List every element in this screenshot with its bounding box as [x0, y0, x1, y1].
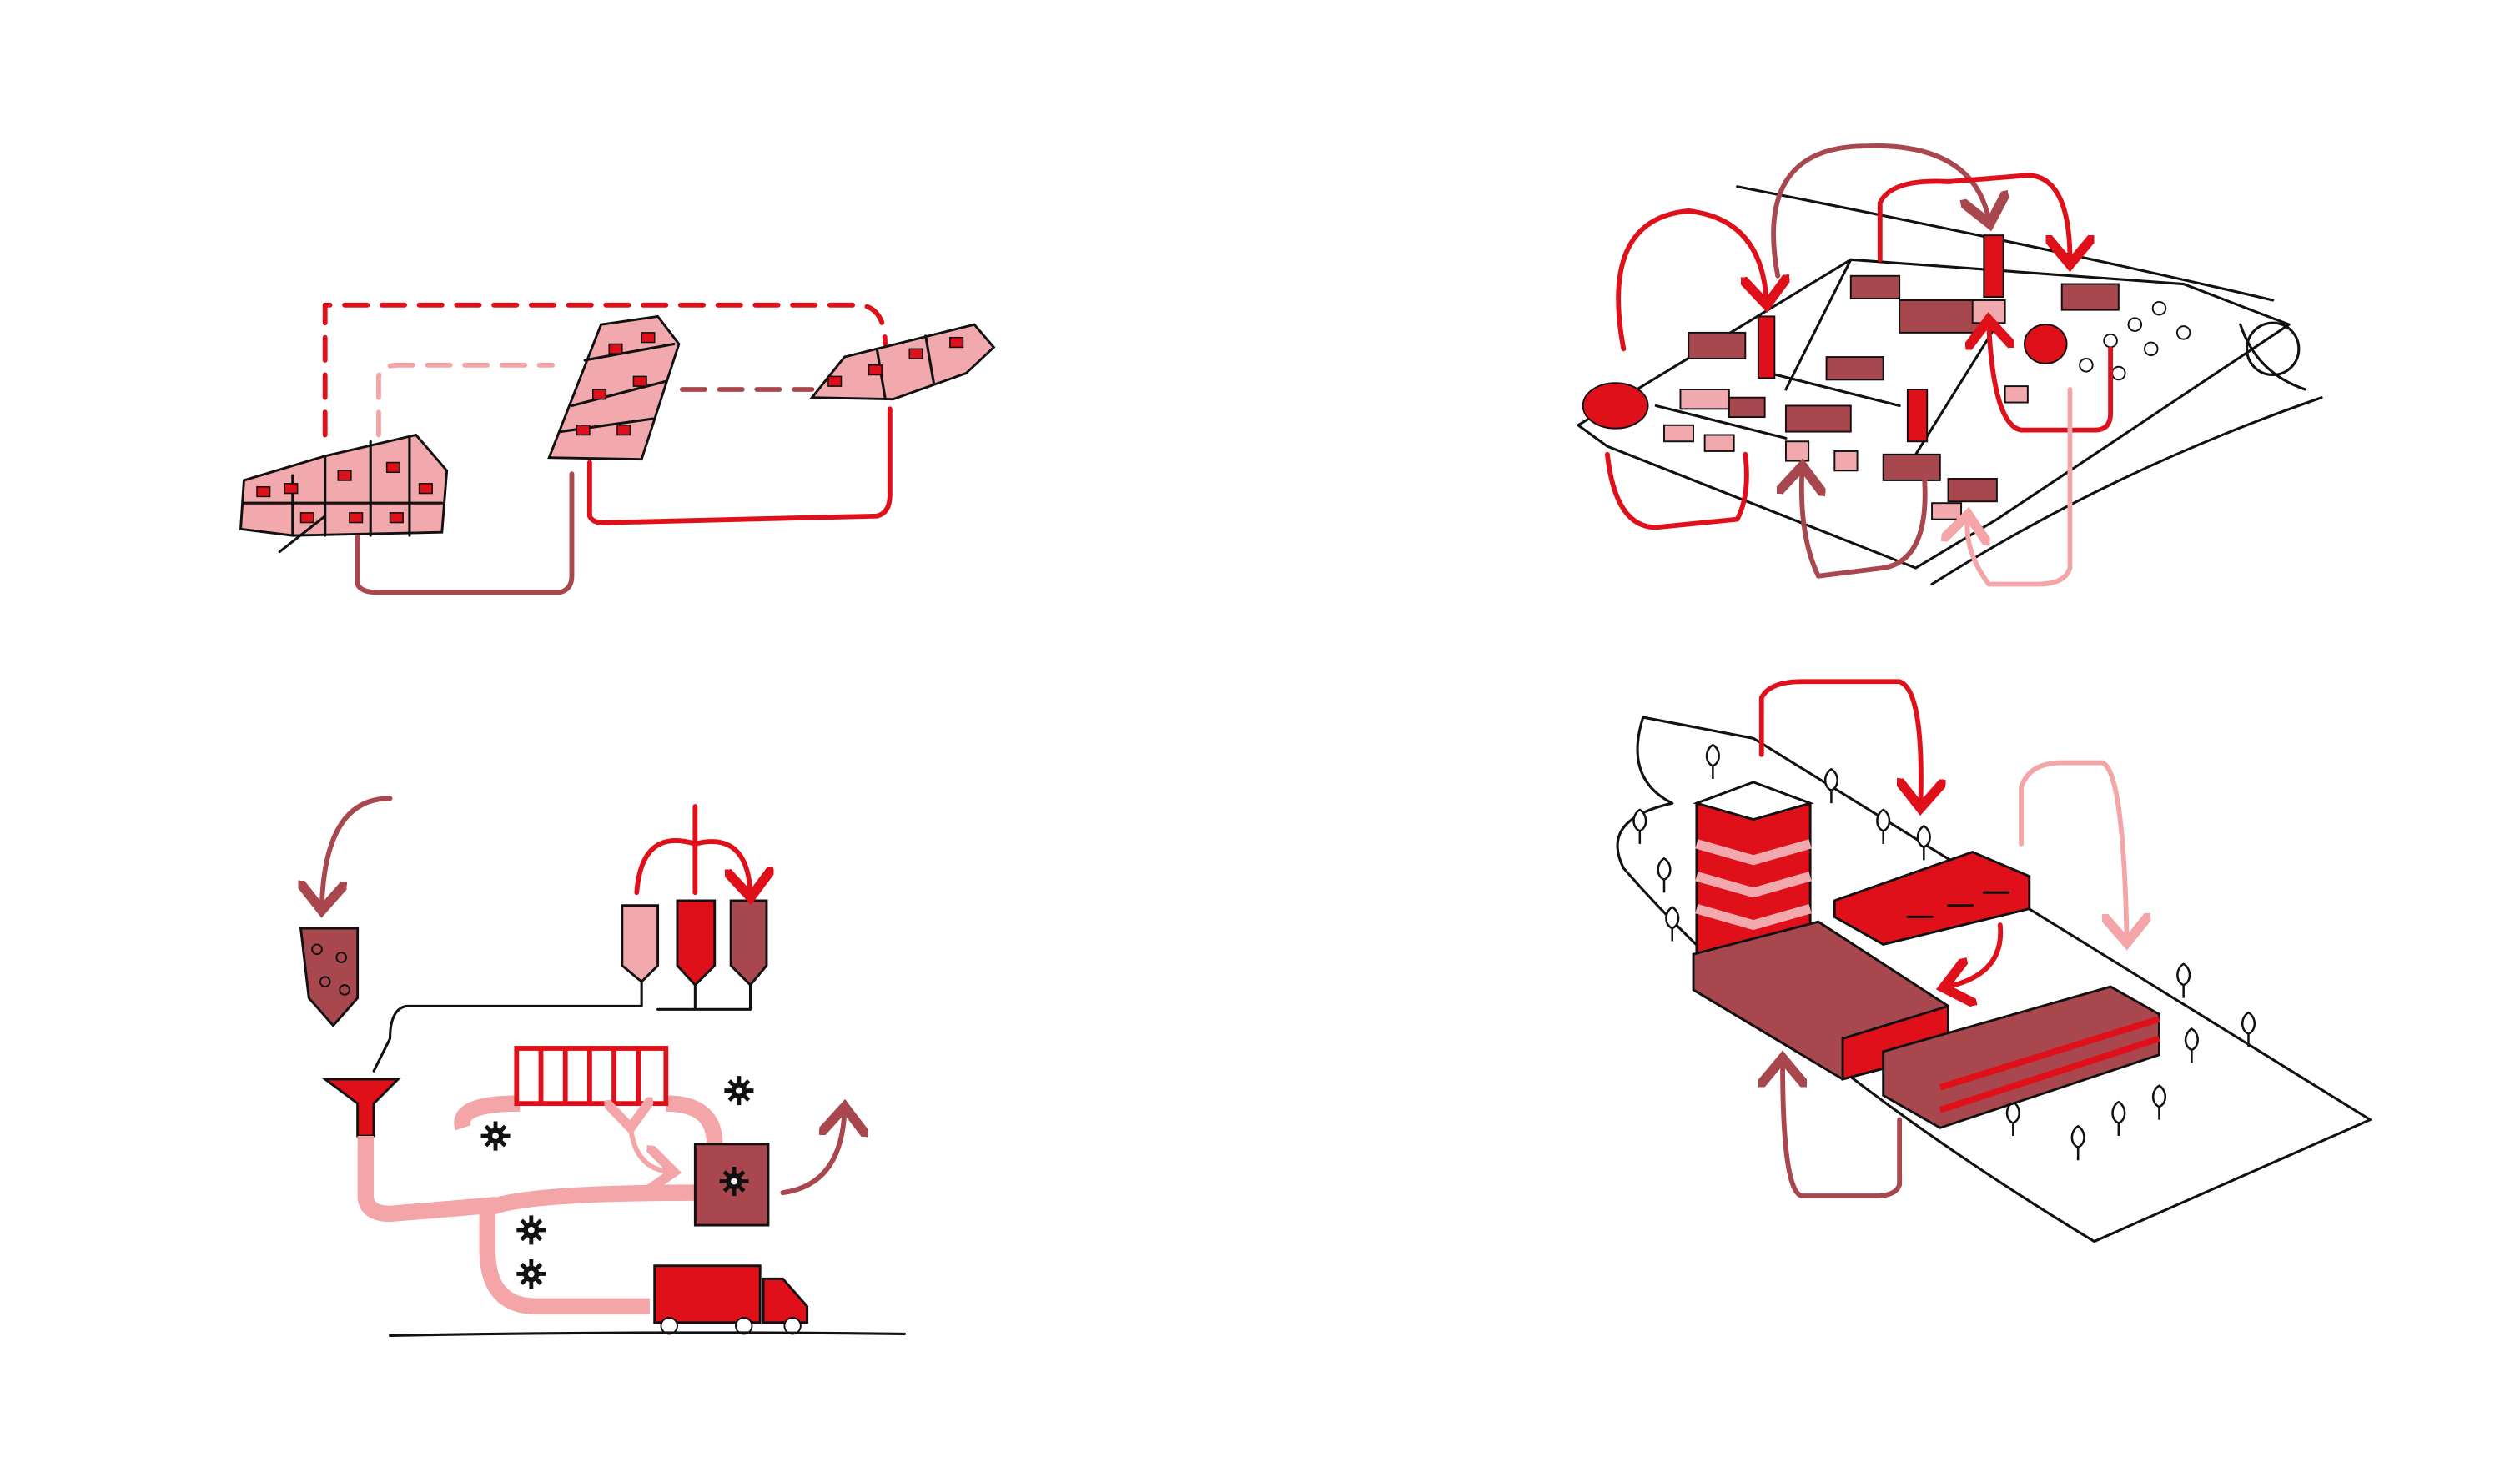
tower-building — [1693, 781, 1814, 975]
district-right — [809, 323, 996, 401]
silo-icon — [299, 927, 360, 1027]
gear-icon — [724, 1076, 753, 1105]
small-hall — [1833, 850, 2031, 947]
urban-neighborhood-flows-sketch — [1577, 143, 2323, 587]
district-left — [239, 433, 449, 537]
production-process-sketch — [299, 796, 906, 1337]
warehouse — [1882, 985, 2160, 1129]
gear-icon — [516, 1215, 546, 1244]
dome-building — [1582, 382, 1649, 430]
funnel-icon — [321, 1078, 401, 1138]
industrial-campus-sketch — [1616, 679, 2372, 1243]
gear-icon — [516, 1259, 546, 1289]
truck-icon — [653, 1264, 809, 1335]
gear-icon — [481, 1122, 511, 1151]
connected-districts-sketch — [239, 302, 996, 595]
district-middle — [547, 314, 681, 461]
